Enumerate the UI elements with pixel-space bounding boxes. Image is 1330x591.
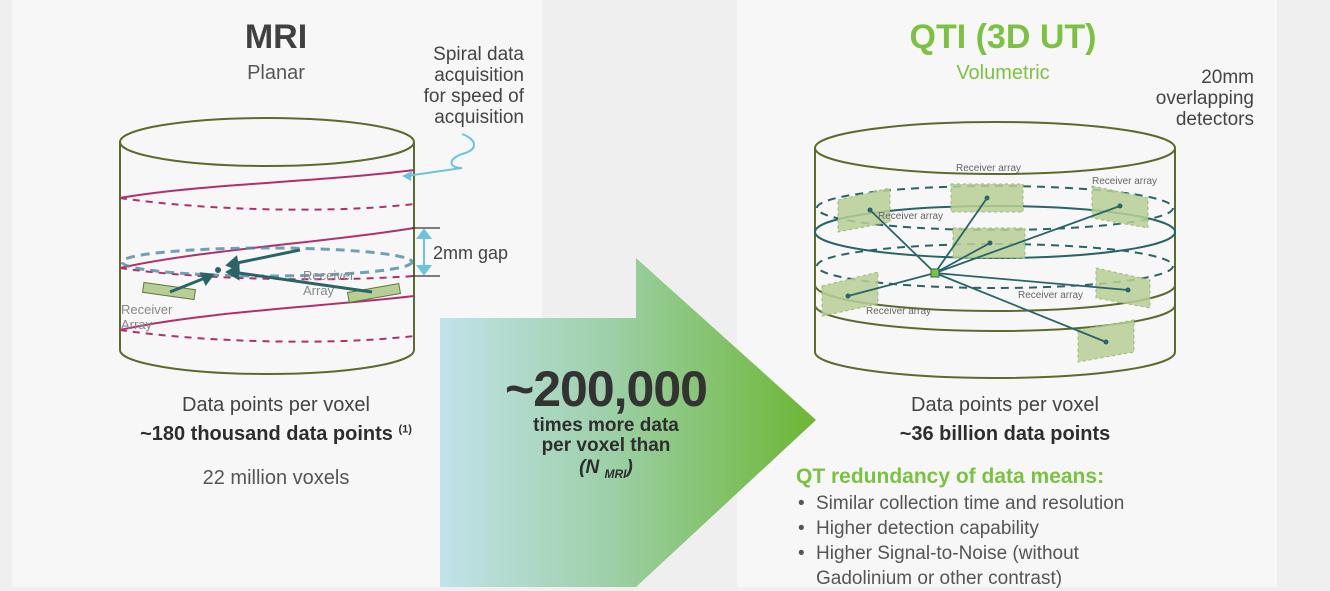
qti-title: QTI (3D UT) bbox=[909, 18, 1097, 56]
n-mri-open: (N bbox=[579, 457, 605, 478]
n-mri-close: ) bbox=[626, 457, 633, 478]
qti-cylinder-bottom bbox=[814, 351, 1176, 379]
comparison-n-mri: (N MRI) bbox=[490, 457, 722, 481]
comparison-caption-line-2: per voxel than bbox=[541, 435, 671, 456]
bullet-icon: • bbox=[798, 543, 805, 564]
redundancy-list: •Similar collection time and resolution … bbox=[796, 491, 1124, 591]
redundancy-item: • Higher Signal-to-Noise (without bbox=[796, 541, 1124, 566]
arrow-shape bbox=[440, 258, 816, 587]
mri-datapoints-label: Data points per voxel bbox=[182, 394, 370, 416]
comparison-caption-line-1: times more data bbox=[533, 415, 679, 436]
bullet-icon: • bbox=[798, 518, 805, 539]
mri-receiver-label-4: Array bbox=[121, 317, 153, 332]
comparison-big-number: ~200,000 bbox=[505, 361, 708, 417]
overlapping-detectors-note: 20mm overlapping detectors bbox=[1124, 67, 1254, 130]
mri-receiver-label-1: Receiver bbox=[303, 268, 355, 283]
qti-receiver-label-3: Receiver array bbox=[878, 211, 943, 222]
n-mri-subscript: MRI bbox=[604, 466, 627, 481]
qti-datapoints-label: Data points per voxel bbox=[911, 394, 1099, 416]
redundancy-item-text: Similar collection time and resolution bbox=[816, 493, 1125, 514]
qti-receiver-panels bbox=[821, 183, 1151, 363]
mri-receiver-label-2: Array bbox=[303, 283, 335, 298]
qti-receiver-label-4: Receiver array bbox=[1018, 290, 1083, 301]
qti-subtitle: Volumetric bbox=[956, 62, 1050, 84]
redundancy-item-text: Higher Signal-to-Noise (without bbox=[816, 543, 1079, 564]
redundancy-item-text: Gadolinium or other contrast) bbox=[816, 568, 1063, 589]
spiral-note-line-4: acquisition bbox=[434, 107, 524, 128]
redundancy-heading: QT redundancy of data means: bbox=[796, 465, 1105, 488]
mri-datapoints-value: ~180 thousand data points (1) bbox=[96, 423, 456, 446]
qti-receiver-label-1: Receiver array bbox=[956, 163, 1021, 174]
overlap-note-line-3: detectors bbox=[1175, 109, 1254, 130]
qti-receiver-label-2: Receiver array bbox=[1092, 176, 1157, 187]
mri-title: MRI bbox=[244, 18, 308, 56]
comparison-caption: times more data per voxel than bbox=[490, 416, 722, 456]
overlap-note-line-1: 20mm bbox=[1201, 67, 1254, 88]
mri-subtitle: Planar bbox=[247, 62, 305, 84]
bullet-icon: • bbox=[798, 493, 805, 514]
overlap-note-line-2: overlapping bbox=[1155, 88, 1254, 109]
mri-receiver-label-3: Receiver bbox=[121, 302, 173, 317]
mri-datapoints-text: ~180 thousand data points bbox=[140, 423, 393, 445]
spiral-note-line-1: Spiral data bbox=[433, 44, 524, 65]
mri-spiral-lines bbox=[119, 169, 415, 343]
mri-voxel-count: 22 million voxels bbox=[202, 467, 350, 489]
redundancy-item-continued: Gadolinium or other contrast) bbox=[796, 566, 1124, 591]
gap-label: 2mm gap bbox=[433, 243, 509, 263]
spiral-note-line-3: for speed of bbox=[423, 86, 524, 107]
qti-receiver-label-5: Receiver array bbox=[866, 306, 931, 317]
mri-cylinder-bottom bbox=[119, 349, 415, 375]
redundancy-item-text: Higher detection capability bbox=[816, 518, 1039, 539]
redundancy-item: • Higher detection capability bbox=[796, 516, 1124, 541]
redundancy-item: • Similar collection time and resolution bbox=[796, 491, 1124, 516]
spiral-note-line-2: acquisition bbox=[434, 65, 524, 86]
spiral-acquisition-note: Spiral data acquisition for speed of acq… bbox=[396, 44, 524, 128]
qti-datapoints-value: ~36 billion data points bbox=[899, 423, 1111, 445]
mri-footnote-marker: (1) bbox=[398, 423, 412, 436]
